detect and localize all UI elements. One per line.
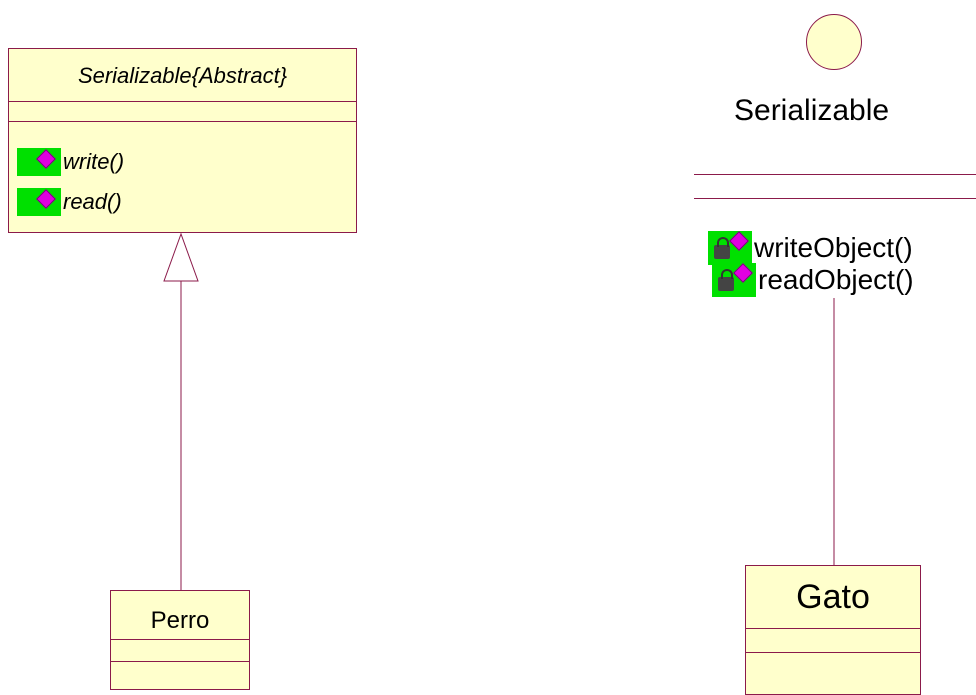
operation-separator	[746, 652, 920, 653]
public-operation-icon	[17, 148, 61, 176]
lock-icon	[718, 269, 734, 291]
attribute-separator	[9, 101, 356, 102]
private-operation-lock-icon	[712, 263, 756, 297]
gato-class-name: Gato	[796, 578, 870, 616]
interface-operation-readobject[interactable]: readObject()	[712, 263, 914, 297]
uml-diagram-canvas: Serializable{Abstract} write() read() Se…	[0, 0, 976, 681]
attribute-separator	[111, 639, 249, 640]
interface-operation-writeobject[interactable]: writeObject()	[708, 231, 913, 265]
perro-class-box[interactable]: Perro	[110, 590, 250, 690]
operation-label: write()	[63, 149, 125, 174]
private-operation-lock-icon	[708, 231, 752, 265]
relation-lines	[163, 232, 835, 590]
gem-icon	[729, 231, 749, 251]
gem-icon	[733, 263, 753, 283]
operation-separator	[9, 121, 356, 122]
public-operation-icon	[17, 188, 61, 216]
interface-operation-separator	[694, 198, 976, 199]
abstract-class-name: Serializable{Abstract}	[77, 63, 288, 88]
interface-operation-label: readObject()	[758, 264, 914, 295]
attribute-separator	[746, 628, 920, 629]
gato-class-box[interactable]: Gato	[745, 565, 921, 695]
abstract-class-box[interactable]: Serializable{Abstract} write() read()	[8, 48, 357, 233]
operation-label: read()	[63, 189, 122, 214]
generalization-arrowhead	[163, 232, 199, 282]
interface-operation-label: writeObject()	[754, 232, 913, 263]
operation-write[interactable]: write()	[17, 147, 124, 177]
interface-attribute-separator	[694, 174, 976, 175]
lock-icon	[714, 237, 730, 259]
operation-read[interactable]: read()	[17, 187, 122, 217]
interface-circle-icon[interactable]	[806, 14, 862, 70]
interface-name: Serializable	[734, 94, 890, 127]
operation-separator	[111, 661, 249, 662]
perro-class-name: Perro	[150, 607, 210, 634]
